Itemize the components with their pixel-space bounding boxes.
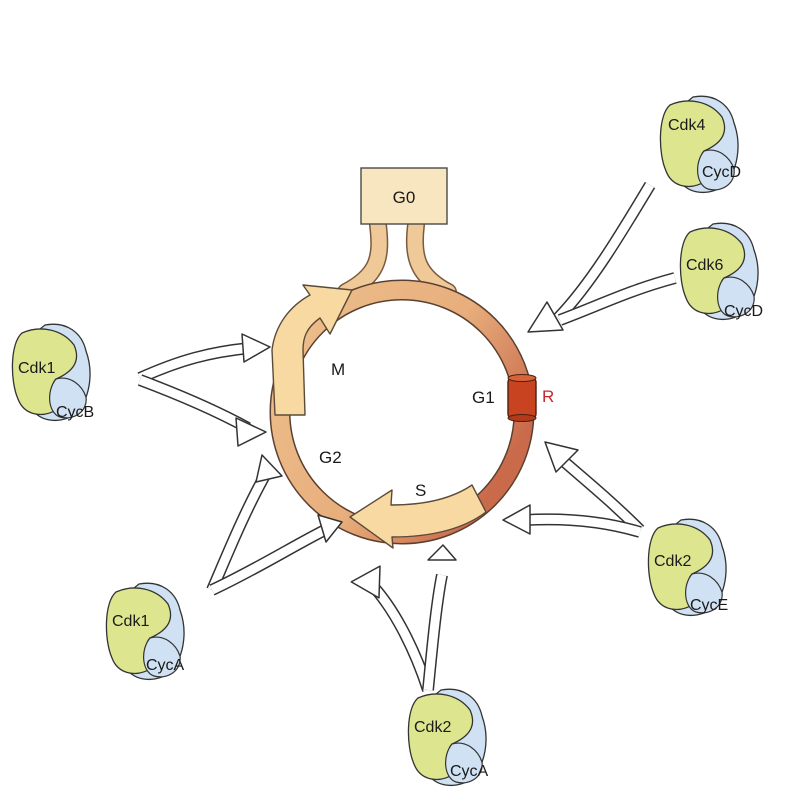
cdk-label: Cdk2	[414, 719, 451, 736]
phase-label-s: S	[415, 481, 426, 500]
cyclin-label: CycD	[724, 303, 763, 320]
complex-cdk2-cyce: Cdk2 CycE	[647, 518, 728, 617]
cdk-label: Cdk6	[686, 257, 723, 274]
phase-label-g1: G1	[472, 388, 495, 407]
cyclin-label: CycA	[450, 763, 489, 780]
s-phase-arrow	[349, 484, 487, 549]
complex-cdk6-cycd: Cdk6 CycD	[679, 222, 763, 321]
arrow-cdk1-cycb-to-m	[137, 333, 271, 447]
cyclin-label: CycD	[702, 164, 741, 181]
arrow-cdk1-cyca-to-g2	[206, 454, 343, 596]
complex-cdk2-cyca: Cdk2 CycA	[407, 688, 489, 787]
m-phase-arrow	[271, 284, 353, 416]
phase-label-m: M	[331, 360, 345, 379]
cyclin-label: CycB	[56, 404, 94, 421]
cyclin-label: CycA	[146, 657, 185, 674]
arrow-cdk2-cyca-to-s	[350, 544, 457, 692]
complex-cdk1-cycb: Cdk1 CycB	[11, 323, 94, 422]
g0-label: G0	[393, 188, 416, 207]
complex-cdk1-cyca: Cdk1 CycA	[105, 582, 185, 681]
cdk-label: Cdk2	[654, 553, 691, 570]
complex-cdk4-cycd: Cdk4 CycD	[659, 95, 741, 194]
g0-box: G0	[360, 167, 448, 225]
cell-cycle-ring	[269, 279, 535, 545]
restriction-point	[507, 374, 537, 422]
regulation-arrows	[137, 181, 677, 692]
arrow-cdk2-cyce-to-g1s	[502, 441, 645, 538]
cdk-label: Cdk1	[112, 613, 149, 630]
arrow-cdk4-cdk6-to-g1	[527, 181, 677, 333]
cdk-label: Cdk4	[668, 117, 705, 134]
phase-label-r: R	[542, 387, 554, 406]
cdk-label: Cdk1	[18, 360, 55, 377]
cyclin-label: CycE	[690, 597, 728, 614]
phase-label-g2: G2	[319, 448, 342, 467]
